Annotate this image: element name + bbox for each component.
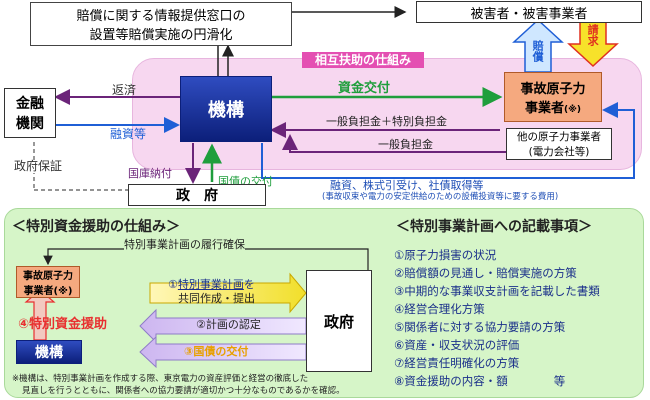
plan-item: ⑥資産・収支状況の評価 [394, 338, 520, 352]
fund-grant-label: 資金交付 [338, 81, 391, 96]
levy-general-label: 一般負担金 [378, 138, 433, 151]
other-operators-box: 他の原子力事業者 (電力会社等) [506, 128, 612, 160]
finance-institution-box: 金融 機関 [4, 88, 56, 138]
claim-label: 請求 [586, 24, 600, 46]
right-panel-title: ＜特別事業計画への記載事項＞ [396, 219, 592, 235]
compensation-arrow [512, 18, 564, 73]
victims-box: 被害者・被害事業者 [416, 1, 642, 23]
repay-label: 返済 [112, 83, 137, 97]
lower-kikou-box: 機構 [16, 340, 82, 364]
info-line2: 設置等賠償実施の円滑化 [89, 28, 233, 43]
arrow-step2 [139, 308, 307, 344]
kikou-box: 機構 [180, 76, 272, 142]
lower-government-box: 政府 [306, 270, 372, 372]
step2-label: ②計画の認定 [196, 318, 261, 331]
arrow-plan-assurance [43, 248, 369, 270]
mutual-aid-title: 相互扶助の仕組み [302, 52, 424, 68]
gov-guarantee-label: 政府保証 [14, 159, 63, 174]
note-line1: ※機構は、特別事業計画を作成する際、東京電力の資産評価と経営の徹底した [12, 374, 309, 384]
left-panel-title: ＜特別資金援助の仕組み＞ [12, 219, 180, 235]
plan-item: ①原子力損害の状況 [394, 248, 497, 262]
step1-line1: ①特別事業計画を [168, 278, 255, 291]
loan-line2: (事故収束や電力の安定供給のための設備投資等に要する費用) [322, 192, 559, 202]
accident-operator-box: 事故原子力 事業者(※) [504, 72, 602, 122]
arrow-levy-general [282, 134, 506, 153]
government-box: 政 府 [128, 184, 266, 206]
plan-item: ⑦経営責任明確化の方策 [394, 356, 520, 370]
info-window-box: 賠償に関する情報提供窓口の 設置等賠償実施の円滑化 [30, 2, 292, 46]
note-line2: 見直しを行うとともに、関係者への協力要請が適切かつ十分なものであるかを確認。 [22, 386, 345, 396]
info-line1: 賠償に関する情報提供窓口の [76, 9, 246, 24]
arrow-step1 [149, 272, 307, 314]
lower-accident-operator-box: 事故原子力 事業者(※) [16, 266, 80, 298]
plan-item: ④経営合理化方策 [394, 302, 485, 316]
plan-item: ③中期的な事業収支計画を記載した書類 [394, 284, 600, 298]
plan-item: ⑤関係者に対する協力要請の方策 [394, 320, 566, 334]
step3-label: ③国債の交付 [184, 345, 249, 358]
loan-line1: 融資、株式引受け、社債取得等 [330, 179, 484, 192]
plan-assurance-label: 特別事業計画の履行確保 [124, 238, 245, 252]
plan-item: ⑧資金援助の内容・額 等 [394, 374, 566, 388]
treasury-label: 国庫納付 [128, 167, 172, 180]
arrow-step3 [139, 335, 307, 369]
plan-items-list: ①原子力損害の状況 ②賠償額の見通し・賠償実施の方策 ③中期的な事業収支計画を記… [394, 246, 638, 390]
levy-special-label: 一般負担金＋特別負担金 [326, 115, 447, 128]
claim-arrow [567, 21, 619, 68]
victims-label: 被害者・被害事業者 [470, 6, 588, 22]
compensation-label: 賠償 [531, 40, 545, 62]
plan-item: ②賠償額の見通し・賠償実施の方策 [394, 266, 577, 280]
step1-line2: 共同作成・提出 [178, 292, 255, 305]
step4-label: ④特別資金援助 [18, 317, 108, 332]
financing-label: 融資等 [110, 127, 147, 141]
